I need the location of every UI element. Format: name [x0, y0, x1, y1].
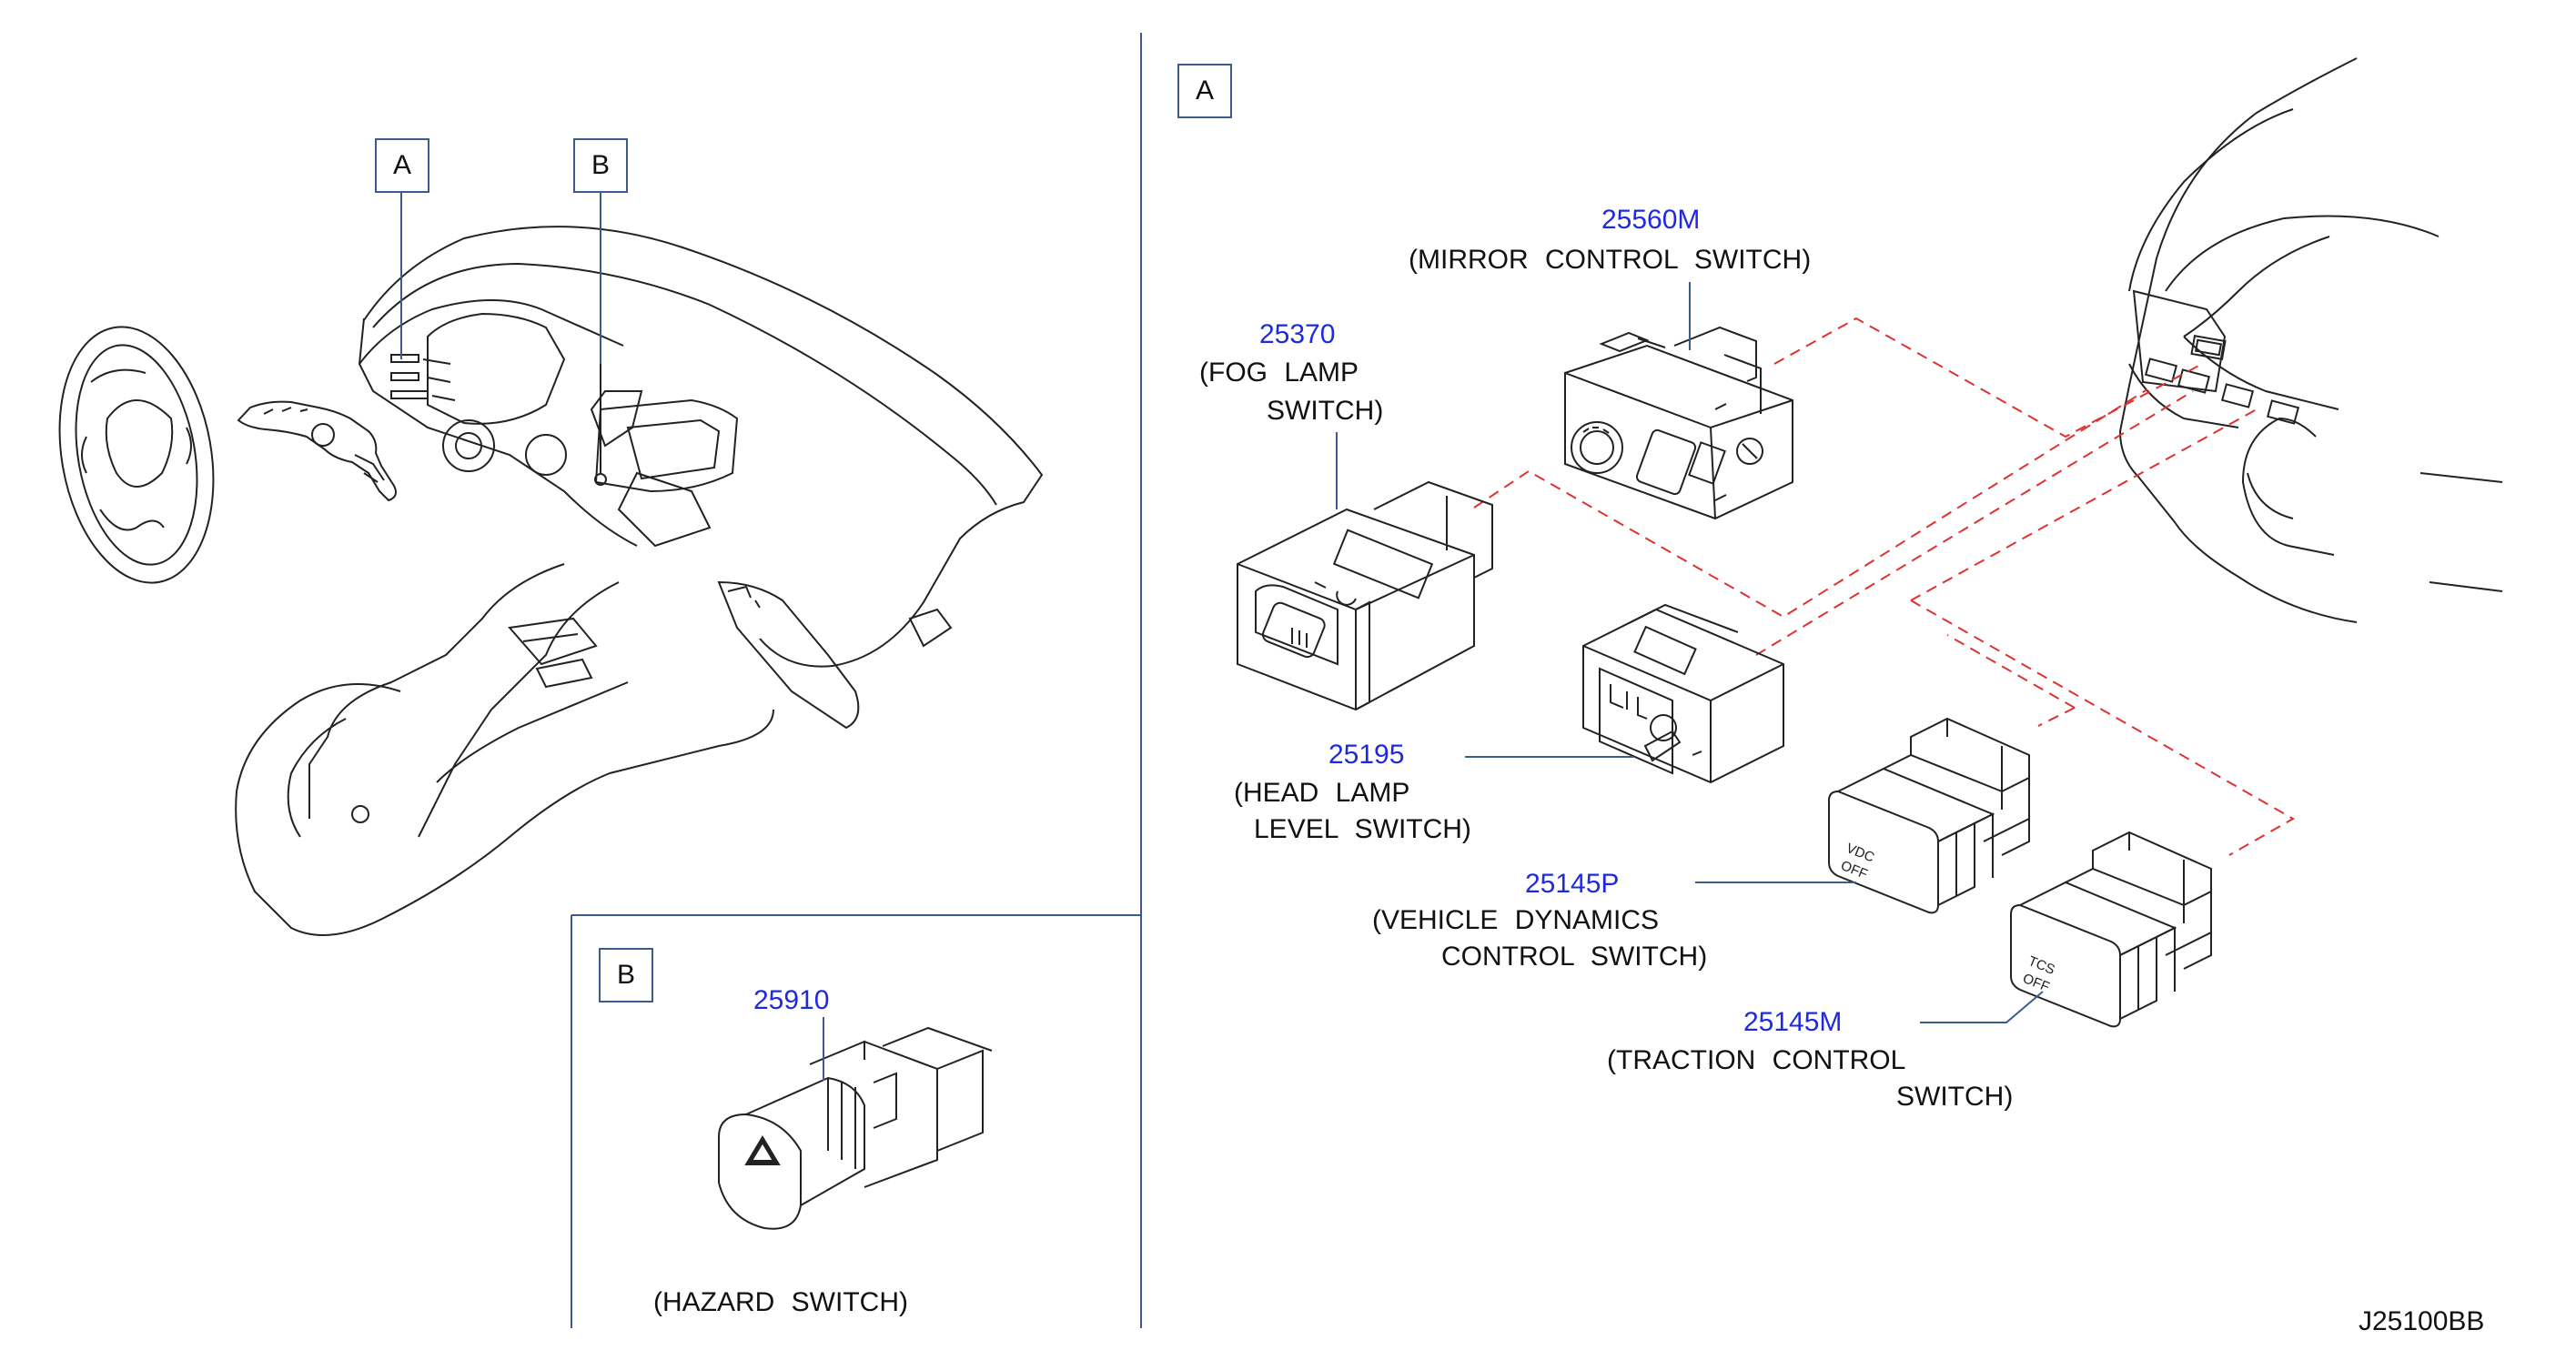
hazard-part-name: (HAZARD SWITCH)	[653, 1287, 908, 1317]
fog-part-name-line2: SWITCH)	[1267, 396, 1384, 426]
diagram-code: J25100BB	[2359, 1306, 2485, 1336]
callout-a-left: A	[375, 138, 429, 193]
combination-switch-drawing	[237, 400, 397, 502]
mirror-part-number: 25560M	[1601, 205, 1701, 235]
red-dashed-guides	[1473, 317, 2296, 856]
switch-markings: VDC OFF TCS OFF	[1839, 841, 2057, 995]
fog-lamp-switch-drawing	[1237, 480, 1493, 711]
tcs-part-name-line2: SWITCH)	[1896, 1082, 2014, 1112]
headlamp-part-number: 25195	[1328, 740, 1405, 770]
mirror-part-name: (MIRROR CONTROL SWITCH)	[1409, 245, 1812, 275]
vdc-switch-drawing	[1828, 717, 2030, 914]
console-panel-drawing	[2118, 57, 2503, 623]
tcs-part-number: 25145M	[1743, 1007, 1843, 1037]
callout-b-left: B	[573, 138, 628, 193]
tcs-part-name-line1: (TRACTION CONTROL	[1607, 1045, 1906, 1075]
steering-wheel-drawing	[58, 326, 215, 584]
headlamp-part-name-line2: LEVEL SWITCH)	[1254, 814, 1471, 844]
hazard-part-number: 25910	[753, 985, 830, 1015]
callout-a-panel: A	[1177, 64, 1232, 118]
headlamp-part-name-line1: (HEAD LAMP	[1234, 778, 1410, 808]
fog-part-name-line1: (FOG LAMP	[1199, 358, 1359, 388]
left-callout-leaders	[400, 193, 601, 364]
vdc-part-name-line2: CONTROL SWITCH)	[1441, 942, 1708, 972]
hazard-switch-drawing	[718, 1026, 993, 1230]
vdc-part-name-line1: (VEHICLE DYNAMICS	[1372, 905, 1660, 935]
instrument-panel-drawing	[235, 191, 1044, 936]
panel-dividers	[571, 33, 1142, 1328]
fog-part-number: 25370	[1259, 319, 1336, 349]
tcs-leader	[1920, 991, 2044, 1023]
headlamp-level-switch-drawing	[1582, 603, 1784, 784]
tcs-switch-drawing	[2010, 831, 2212, 1028]
callout-b-panel: B	[599, 948, 653, 1002]
vdc-part-number: 25145P	[1525, 869, 1620, 899]
mirror-control-switch-drawing	[1564, 326, 1793, 520]
